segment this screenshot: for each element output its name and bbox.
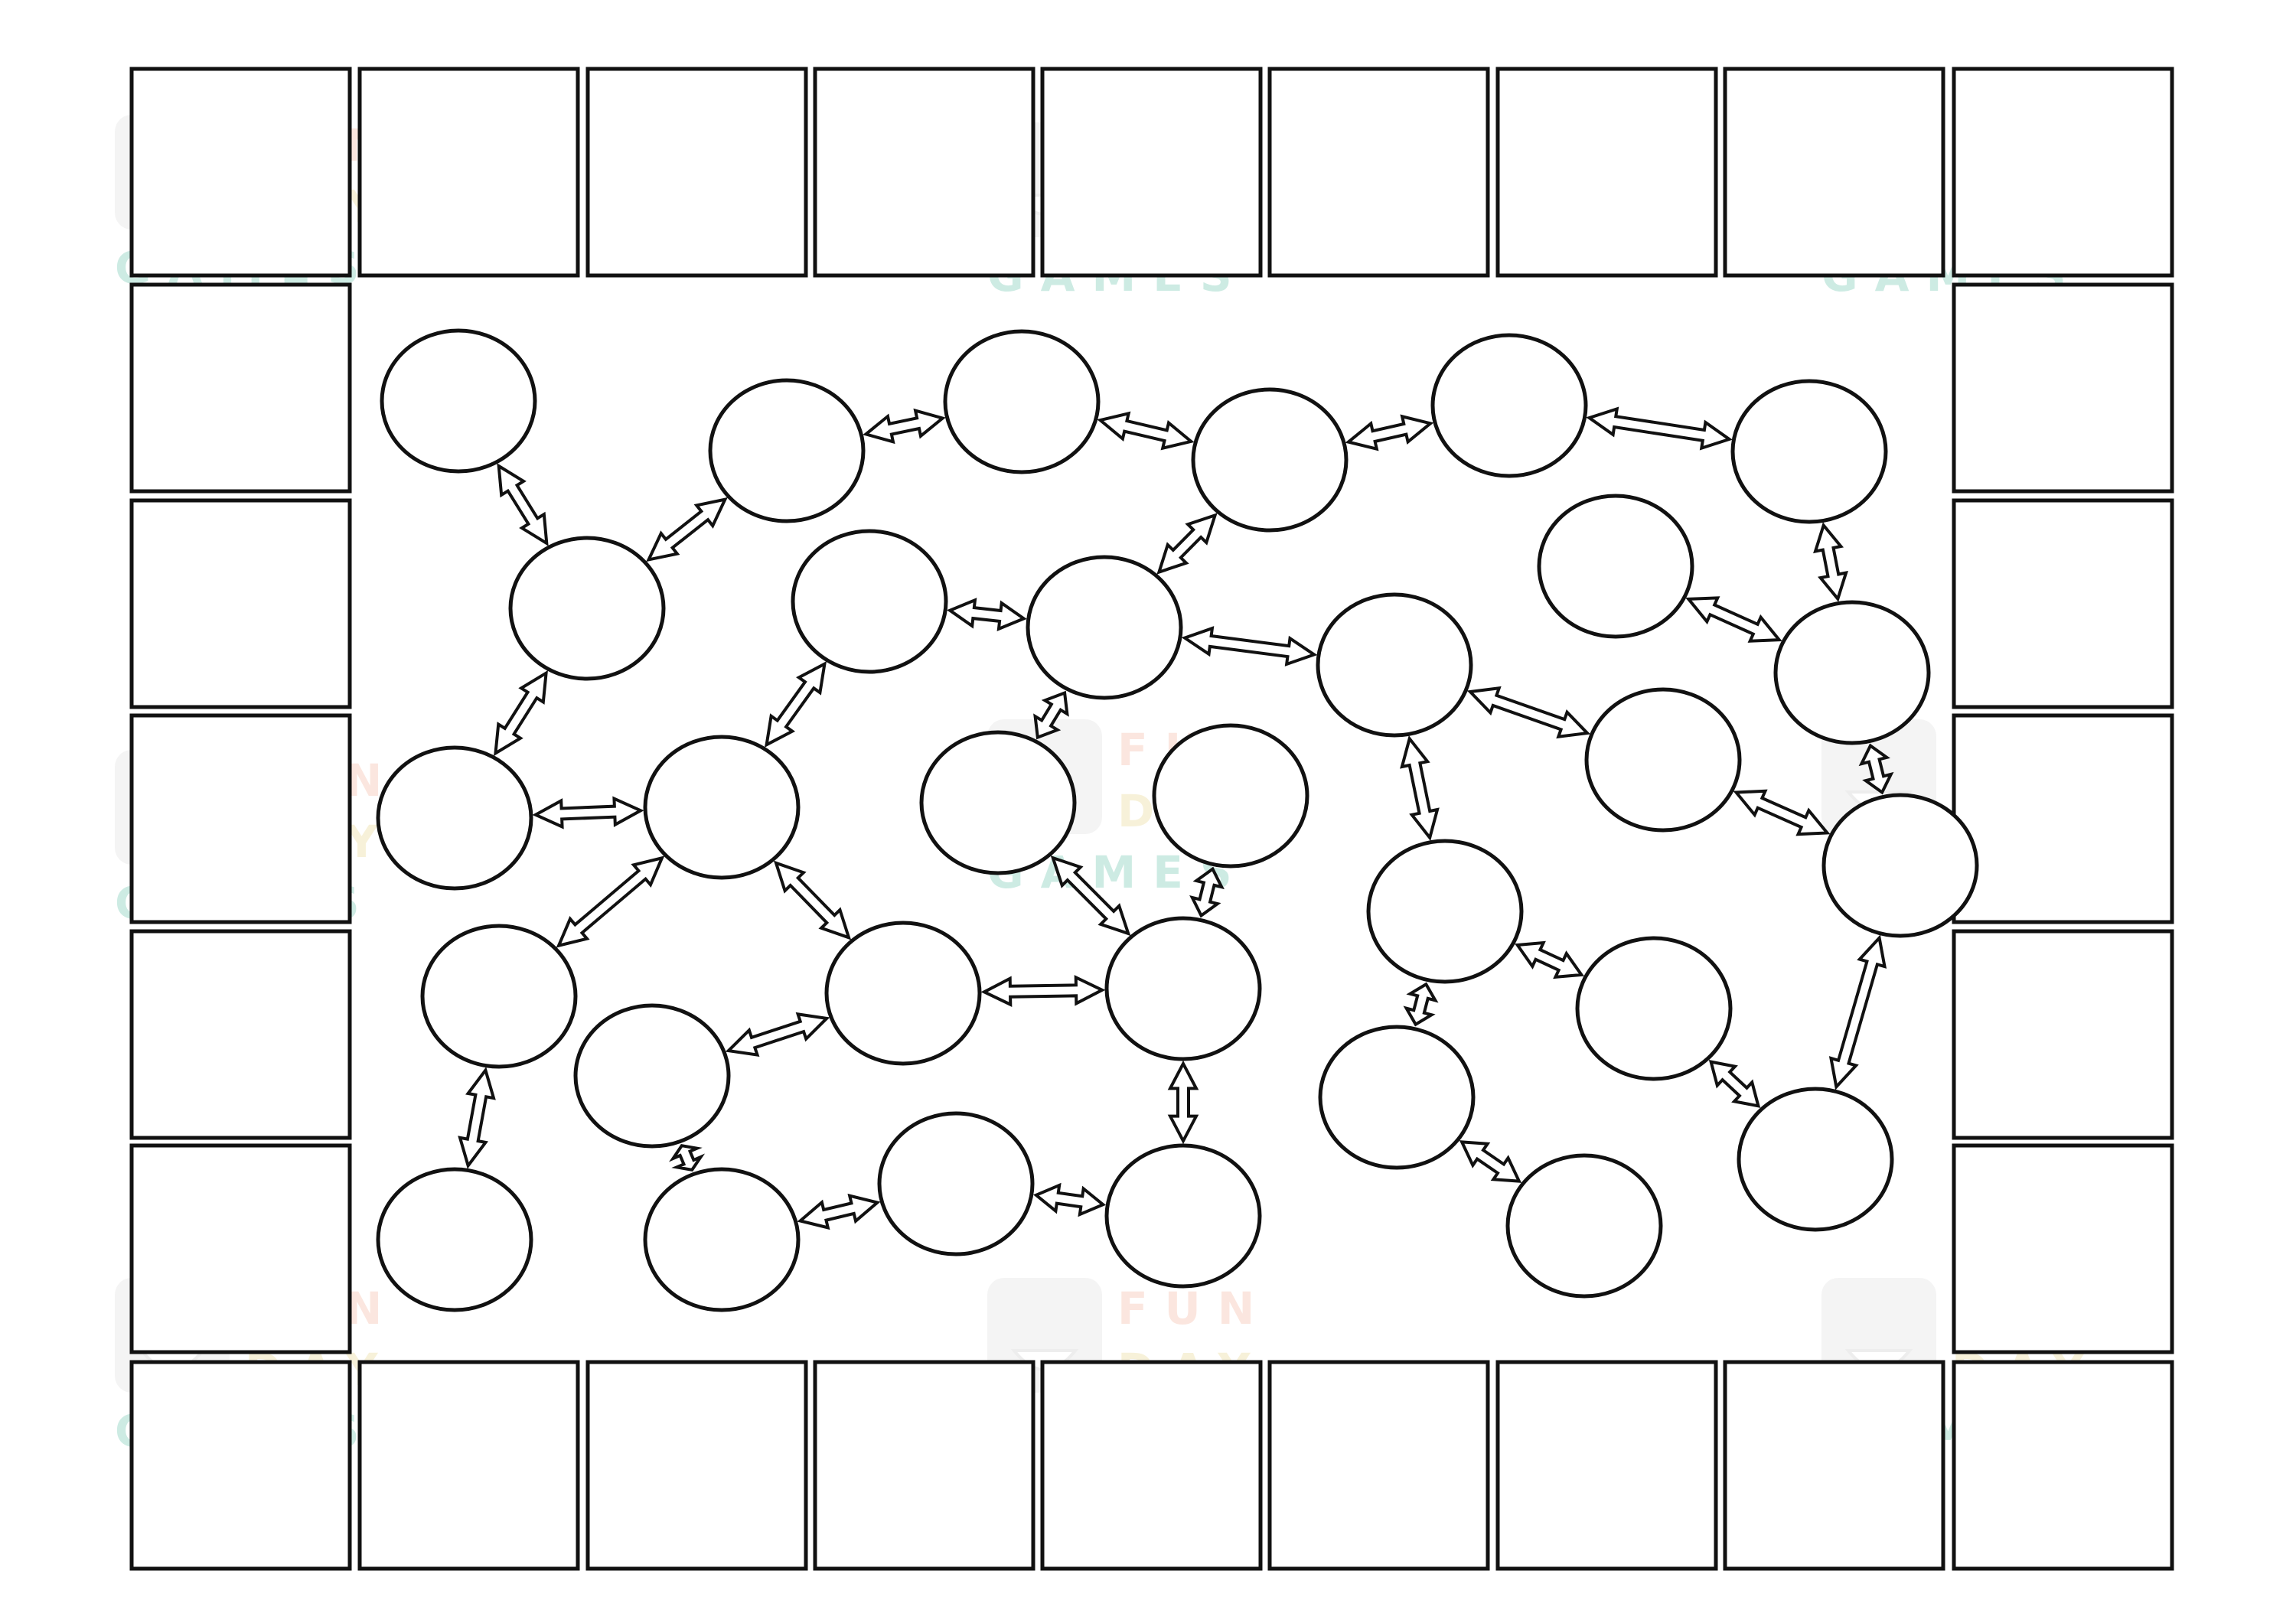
circle-spaces [376,328,1979,1312]
double-arrow-23 [1050,855,1131,937]
double-arrow-5 [1345,414,1434,451]
track-square-23 [129,1360,352,1571]
track-square-16 [1723,1360,1945,1571]
double-arrow-6 [1586,406,1733,451]
track-square-15 [1952,1360,2174,1571]
track-square-18 [1267,1360,1490,1571]
track-square-27 [129,498,352,709]
circle-space-24 [573,1003,731,1149]
connector-arrows [458,406,1894,1230]
circle-space-23 [1575,936,1733,1081]
double-arrow-32 [725,1012,830,1058]
track-square-8 [1723,67,1945,278]
circle-space-28 [643,1167,801,1312]
circle-space-14 [643,735,801,880]
circle-space-15 [919,730,1077,875]
track-square-24 [129,1143,352,1354]
circle-space-27 [376,1167,533,1312]
track-square-3 [585,67,808,278]
track-square-26 [129,713,352,924]
circle-space-7 [508,536,666,681]
double-arrow-34 [1167,1060,1199,1145]
track-square-10 [1952,282,2174,494]
track-square-13 [1952,929,2174,1140]
circle-space-1 [380,328,537,474]
circle-space-5 [1430,333,1588,478]
double-arrow-7 [1813,522,1848,602]
double-arrow-31 [669,1144,706,1172]
double-arrow-26 [1708,1060,1761,1108]
border-track [129,67,2174,1571]
double-arrow-24 [1189,866,1225,918]
double-arrow-17 [1400,735,1440,842]
double-arrow-19 [1858,743,1894,795]
circle-space-11 [1316,592,1473,738]
double-arrow-13 [532,796,644,829]
track-square-12 [1952,713,2174,924]
track-square-25 [129,929,352,1140]
track-square-21 [585,1360,808,1571]
double-arrow-14 [764,660,827,748]
circle-space-29 [877,1111,1035,1256]
circle-space-12 [1773,600,1931,745]
double-arrow-35 [797,1193,881,1230]
track-square-5 [1040,67,1263,278]
track-square-4 [813,67,1035,278]
circle-space-16 [1152,723,1309,869]
circle-space-30 [1104,1143,1262,1289]
track-square-1 [129,67,352,278]
circle-space-20 [420,924,578,1069]
double-arrow-21 [773,860,852,940]
circle-space-21 [824,921,982,1066]
circle-space-25 [1318,1025,1476,1170]
double-arrow-22 [980,975,1106,1007]
circle-space-8 [791,529,948,674]
double-arrow-28 [1403,982,1439,1027]
track-square-28 [129,282,352,494]
double-arrow-4 [1097,411,1195,451]
double-arrow-9 [1156,513,1218,575]
double-arrow-33 [1032,1182,1107,1217]
circle-space-13 [376,745,533,891]
track-square-7 [1495,67,1718,278]
track-square-14 [1952,1143,2174,1354]
double-arrow-8 [1685,596,1782,643]
double-arrow-1 [497,463,549,546]
double-arrow-20 [556,855,665,948]
track-square-19 [1040,1360,1263,1571]
circle-space-9 [1026,555,1183,700]
circle-space-2 [708,378,866,523]
circle-space-22 [1104,916,1262,1061]
double-arrow-15 [1033,690,1069,740]
double-arrow-10 [947,598,1027,631]
circle-space-17 [1584,687,1742,833]
double-arrow-3 [863,408,946,445]
double-arrow-12 [494,670,548,757]
double-arrow-2 [646,497,728,562]
circle-space-10 [1537,494,1694,639]
double-arrow-25 [1515,940,1584,979]
circle-space-4 [1191,387,1349,533]
track-square-6 [1267,67,1490,278]
track-square-17 [1495,1360,1718,1571]
double-arrow-11 [1181,626,1318,666]
circle-space-18 [1821,793,1979,938]
track-square-11 [1952,498,2174,709]
track-square-22 [357,1360,580,1571]
double-arrow-27 [1828,934,1887,1090]
circle-space-3 [943,329,1101,474]
circle-space-19 [1366,839,1524,984]
track-square-2 [357,67,580,278]
track-square-9 [1952,67,2174,278]
circle-space-6 [1730,379,1888,524]
double-arrow-29 [1459,1140,1522,1183]
circle-space-26 [1737,1087,1894,1232]
double-arrow-18 [1733,789,1831,836]
circle-space-31 [1505,1153,1663,1299]
double-arrow-16 [1466,686,1591,739]
track-square-20 [813,1360,1035,1571]
double-arrow-30 [458,1067,496,1169]
